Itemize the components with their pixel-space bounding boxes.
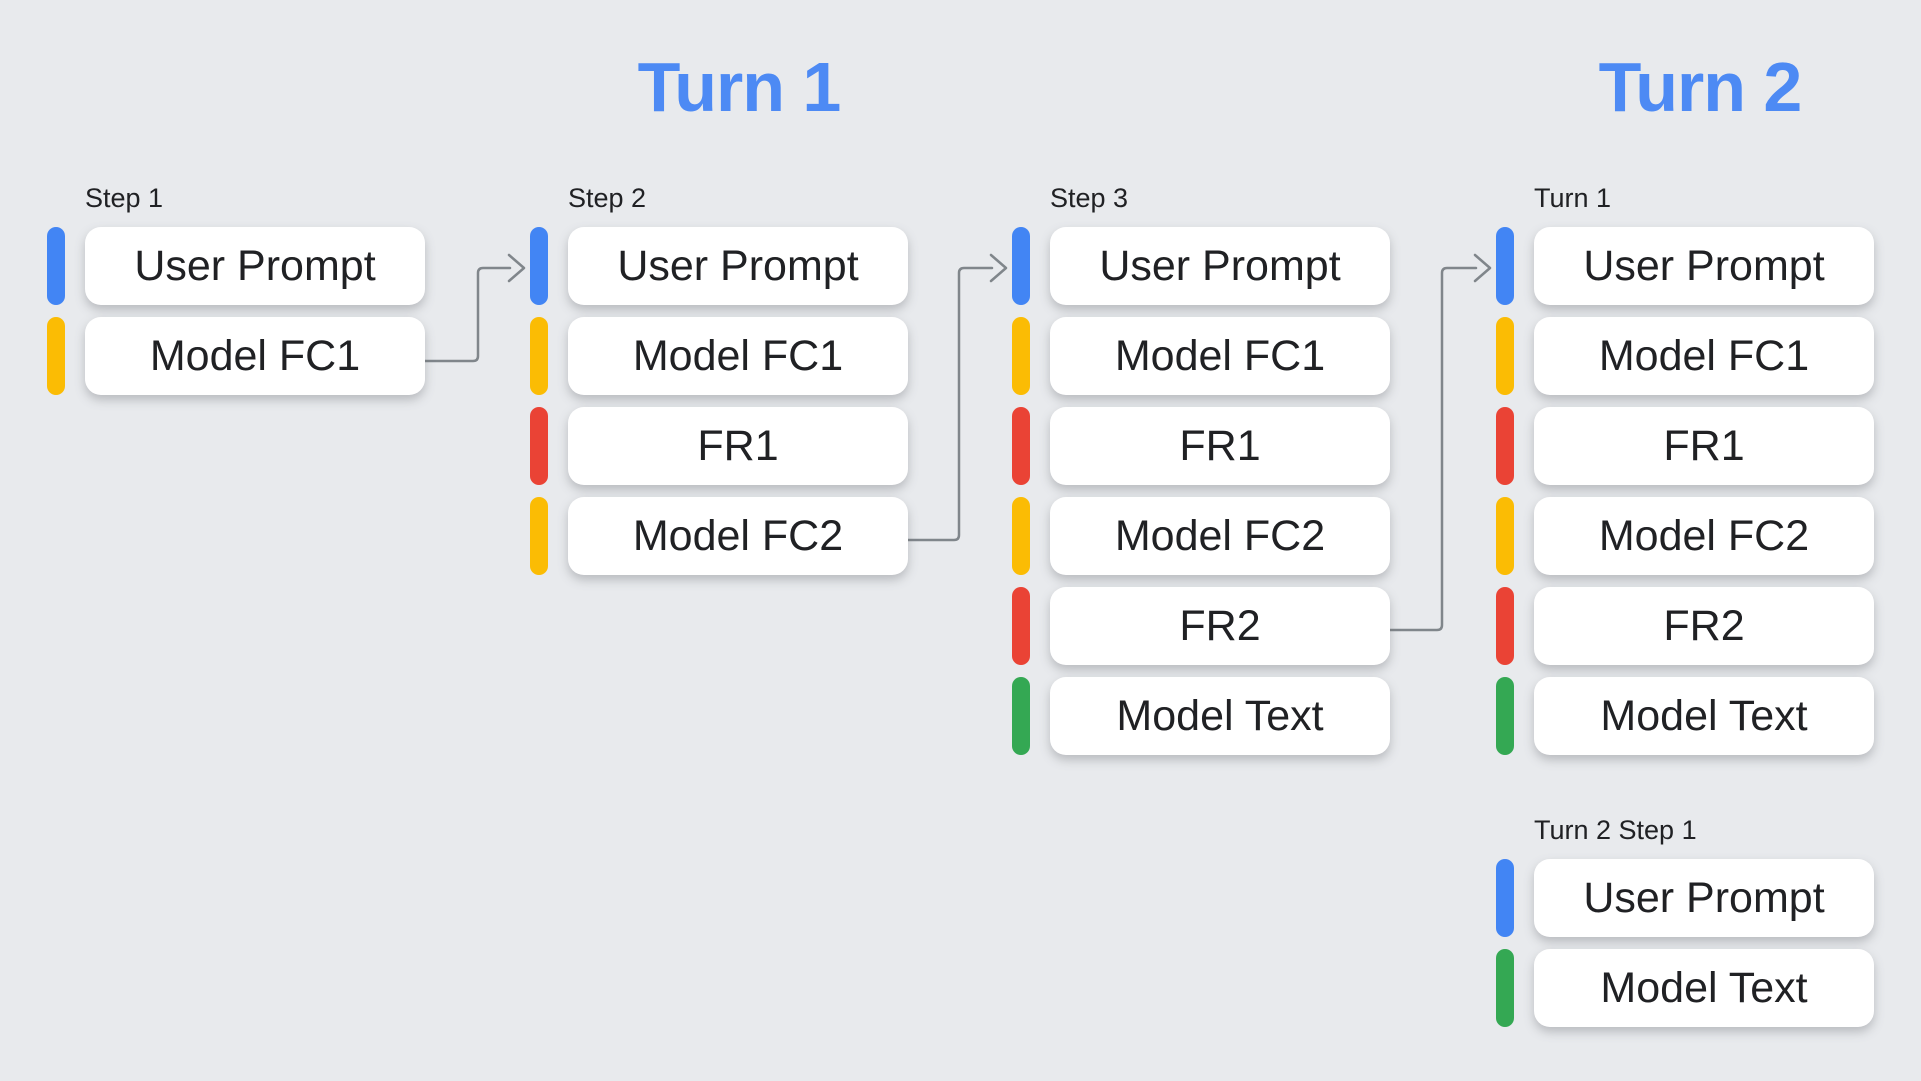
message-row: Model FC1 xyxy=(1496,317,1874,395)
model-text-box: Model Text xyxy=(1534,949,1874,1027)
model-function-call-color-bar xyxy=(1496,497,1514,575)
message-row: User Prompt xyxy=(530,227,908,305)
message-label: User Prompt xyxy=(1099,241,1341,290)
fr1-box: FR1 xyxy=(1534,407,1874,485)
turn-2-heading: Turn 2 xyxy=(1598,48,1803,126)
message-row: FR1 xyxy=(1496,407,1874,485)
model-fc2-box: Model FC2 xyxy=(1050,497,1390,575)
fr1-box: FR1 xyxy=(1050,407,1390,485)
message-row: Model FC2 xyxy=(1012,497,1390,575)
model-text-box: Model Text xyxy=(1050,677,1390,755)
column-title: Turn 1 xyxy=(1534,183,1612,213)
message-label: User Prompt xyxy=(1583,241,1825,290)
user-prompt-color-bar xyxy=(1012,227,1030,305)
message-label: User Prompt xyxy=(617,241,859,290)
message-label: FR1 xyxy=(1179,421,1261,470)
fr1-box: FR1 xyxy=(568,407,908,485)
message-row: Model Text xyxy=(1012,677,1390,755)
model-text-color-bar xyxy=(1496,949,1514,1027)
message-label: Model FC1 xyxy=(1598,331,1810,380)
message-label: Model Text xyxy=(1600,963,1808,1012)
model-function-call-color-bar xyxy=(1496,317,1514,395)
message-label: Model FC2 xyxy=(1598,511,1810,560)
message-label: FR1 xyxy=(1663,421,1745,470)
message-row: User Prompt xyxy=(1496,859,1874,937)
arrow-step3-to-turn1 xyxy=(1388,253,1492,632)
model-fc1-box: Model FC1 xyxy=(85,317,425,395)
message-label: Model Text xyxy=(1116,691,1324,740)
fr2-box: FR2 xyxy=(1534,587,1874,665)
user-prompt-box: User Prompt xyxy=(568,227,908,305)
message-label: Model FC2 xyxy=(1114,511,1326,560)
model-function-call-color-bar xyxy=(1012,317,1030,395)
message-row: Model Text xyxy=(1496,677,1874,755)
arrow-step2-to-step3 xyxy=(906,253,1008,542)
message-row: User Prompt xyxy=(47,227,425,305)
model-fc1-box: Model FC1 xyxy=(1050,317,1390,395)
model-function-call-color-bar xyxy=(47,317,65,395)
model-fc2-box: Model FC2 xyxy=(1534,497,1874,575)
function-response-color-bar xyxy=(1012,587,1030,665)
message-row: Model FC1 xyxy=(47,317,425,395)
model-text-color-bar xyxy=(1012,677,1030,755)
model-text-box: Model Text xyxy=(1534,677,1874,755)
message-label: Model FC1 xyxy=(1114,331,1326,380)
fr2-box: FR2 xyxy=(1050,587,1390,665)
message-row: Model FC2 xyxy=(1496,497,1874,575)
message-label: FR2 xyxy=(1663,601,1745,650)
message-label: User Prompt xyxy=(134,241,376,290)
message-row: Model FC1 xyxy=(1012,317,1390,395)
column-title: Step 3 xyxy=(1050,183,1129,213)
message-row: User Prompt xyxy=(1012,227,1390,305)
user-prompt-color-bar xyxy=(1496,859,1514,937)
arrow-step1-to-step2 xyxy=(423,253,526,363)
model-function-call-color-bar xyxy=(1012,497,1030,575)
user-prompt-color-bar xyxy=(530,227,548,305)
function-response-color-bar xyxy=(1496,407,1514,485)
message-row: FR1 xyxy=(1012,407,1390,485)
message-row: Model FC2 xyxy=(530,497,908,575)
message-row: User Prompt xyxy=(1496,227,1874,305)
user-prompt-box: User Prompt xyxy=(1050,227,1390,305)
column-step-1: Step 1 User Prompt Model FC1 xyxy=(47,183,425,407)
model-fc2-box: Model FC2 xyxy=(568,497,908,575)
column-turn-2-step-1: Turn 2 Step 1 User Prompt Model Text xyxy=(1496,815,1874,1039)
turn-1-heading: Turn 1 xyxy=(637,48,842,126)
column-step-2: Step 2 User Prompt Model FC1 FR1 Model F… xyxy=(530,183,908,587)
message-row: FR2 xyxy=(1496,587,1874,665)
message-row: FR1 xyxy=(530,407,908,485)
function-response-color-bar xyxy=(530,407,548,485)
user-prompt-box: User Prompt xyxy=(85,227,425,305)
message-label: Model Text xyxy=(1600,691,1808,740)
message-row: FR2 xyxy=(1012,587,1390,665)
column-title: Step 2 xyxy=(568,183,647,213)
model-function-call-color-bar xyxy=(530,497,548,575)
message-label: Model FC1 xyxy=(632,331,844,380)
column-step-3: Step 3 User Prompt Model FC1 FR1 Model F… xyxy=(1012,183,1390,767)
column-title: Turn 2 Step 1 xyxy=(1534,815,1697,845)
model-function-call-color-bar xyxy=(530,317,548,395)
model-fc1-box: Model FC1 xyxy=(568,317,908,395)
user-prompt-color-bar xyxy=(47,227,65,305)
user-prompt-box: User Prompt xyxy=(1534,859,1874,937)
message-label: Model FC1 xyxy=(149,331,361,380)
function-response-color-bar xyxy=(1012,407,1030,485)
message-row: Model FC1 xyxy=(530,317,908,395)
user-prompt-color-bar xyxy=(1496,227,1514,305)
column-turn-1-context: Turn 1 User Prompt Model FC1 FR1 Model F… xyxy=(1496,183,1874,767)
user-prompt-box: User Prompt xyxy=(1534,227,1874,305)
model-fc1-box: Model FC1 xyxy=(1534,317,1874,395)
message-label: FR1 xyxy=(697,421,779,470)
message-row: Model Text xyxy=(1496,949,1874,1027)
message-label: User Prompt xyxy=(1583,873,1825,922)
model-text-color-bar xyxy=(1496,677,1514,755)
message-label: FR2 xyxy=(1179,601,1261,650)
function-response-color-bar xyxy=(1496,587,1514,665)
message-label: Model FC2 xyxy=(632,511,844,560)
column-title: Step 1 xyxy=(85,183,164,213)
